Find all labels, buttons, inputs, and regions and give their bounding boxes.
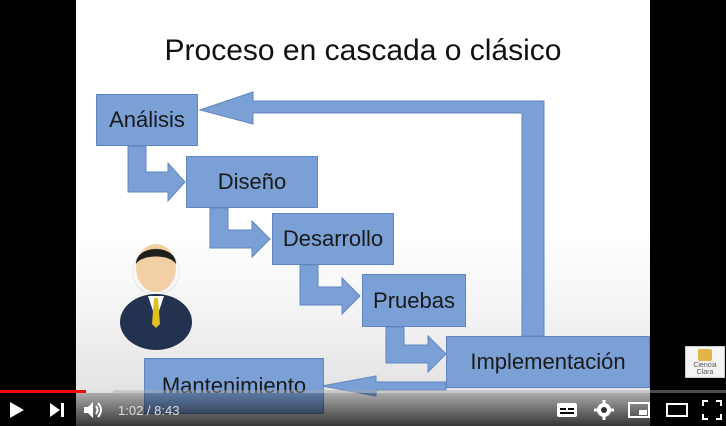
fullscreen-icon[interactable] <box>702 400 722 420</box>
next-icon[interactable] <box>48 400 66 420</box>
progress-bar[interactable] <box>0 390 726 393</box>
miniplayer-icon[interactable] <box>628 400 650 420</box>
arrow-feedback-loop <box>198 91 545 337</box>
channel-watermark[interactable]: Ciencia Clara <box>685 346 725 378</box>
step-diseno: Diseño <box>186 156 318 208</box>
arrow-diseno-desarrollo <box>209 207 271 259</box>
duration: 8:43 <box>154 403 180 418</box>
theater-mode-icon[interactable] <box>666 400 688 420</box>
watermark-logo <box>698 349 712 361</box>
time-display: 1:02 / 8:43 <box>118 403 180 418</box>
progress-played <box>0 390 86 393</box>
play-icon[interactable] <box>8 400 26 420</box>
watermark-text: Ciencia Clara <box>693 362 717 376</box>
step-pruebas: Pruebas <box>362 274 466 327</box>
player-controls-bar <box>0 390 726 426</box>
person-illustration <box>120 244 192 350</box>
step-implementacion: Implementación <box>446 336 650 388</box>
step-analisis: Análisis <box>96 94 198 146</box>
subtitles-icon[interactable] <box>556 400 578 420</box>
arrow-desarrollo-pruebas <box>299 264 361 316</box>
settings-icon[interactable] <box>594 400 614 420</box>
arrow-analisis-diseno <box>127 145 186 203</box>
current-time: 1:02 <box>118 403 144 418</box>
arrow-pruebas-implementacion <box>385 326 447 374</box>
volume-icon[interactable] <box>82 400 106 420</box>
step-desarrollo: Desarrollo <box>272 213 394 265</box>
slide-title: Proceso en cascada o clásico <box>164 34 562 67</box>
